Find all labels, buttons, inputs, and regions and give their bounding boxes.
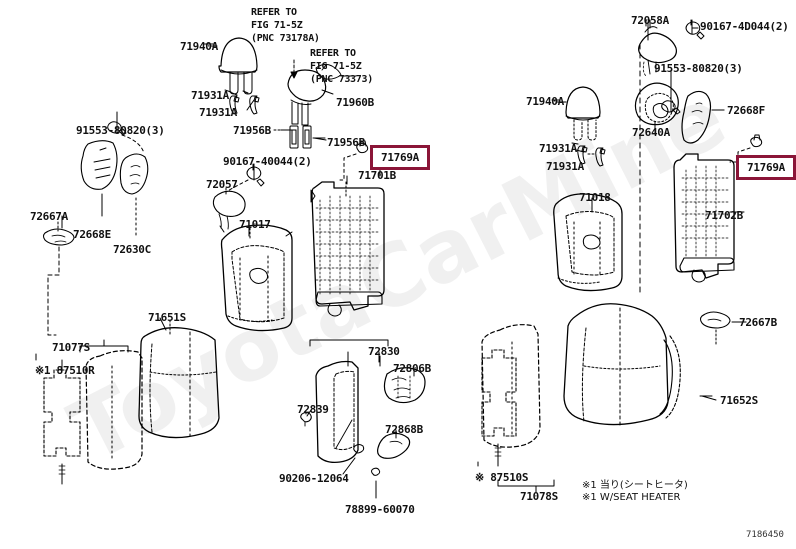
part-label[interactable]: 90167-40044(2) [223,155,312,168]
part-label[interactable]: 71931A [539,142,577,155]
figure-number: 7186450 [746,530,784,540]
callout-refer-to-fig-71-5z-73373: REFER TO FIG 71-5Z (PNC 73373) [310,48,373,85]
part-label[interactable]: 71078S [520,490,558,503]
highlighted-part-71769a-left[interactable]: 71769A [370,145,430,170]
part-label[interactable]: 91553-80820(3) [76,124,165,137]
part-label[interactable]: 72830 [368,345,400,358]
part-label[interactable]: 72057 [206,178,238,191]
part-label[interactable]: 71940A [180,40,218,53]
part-label[interactable]: ※1 87510R [35,364,95,377]
note-seat-heater-jp: ※1 当り(シートヒータ) [582,480,688,491]
note-seat-heater-en: ※1 W/SEAT HEATER [582,492,681,503]
part-label[interactable]: 72640A [632,126,670,139]
part-label[interactable]: 72668E [73,228,111,241]
part-label[interactable]: 72630C [113,243,151,256]
part-label[interactable]: 72806B [393,362,431,375]
part-label[interactable]: 72058A [631,14,669,27]
part-label[interactable]: ※ 87510S [475,471,529,484]
highlighted-part-71769a-right[interactable]: 71769A [736,155,796,180]
part-label[interactable]: 91553-80820(3) [654,62,743,75]
part-label[interactable]: 78899-60070 [345,503,415,516]
part-label[interactable]: 72839 [297,403,329,416]
part-label[interactable]: 71651S [148,311,186,324]
part-label[interactable]: 71931A [191,89,229,102]
part-label[interactable]: 72667A [30,210,68,223]
part-label[interactable]: 71940A [526,95,564,108]
part-label[interactable]: 71018 [579,191,611,204]
part-label[interactable]: 71931A [546,160,584,173]
part-label[interactable]: 71956B [327,136,365,149]
part-label[interactable]: 90206-12064 [279,472,349,485]
part-label[interactable]: 71960B [336,96,374,109]
part-label[interactable]: 71701B [358,169,396,182]
callout-refer-to-fig-71-5z-73178a: REFER TO FIG 71-5Z (PNC 73178A) [251,7,320,44]
part-label[interactable]: 72668F [727,104,765,117]
part-label[interactable]: 71017 [239,218,271,231]
part-label[interactable]: 71956B [233,124,271,137]
part-label[interactable]: 72667B [739,316,777,329]
part-label[interactable]: 71077S [52,341,90,354]
part-label[interactable]: 71702B [705,209,743,222]
part-label[interactable]: 71652S [720,394,758,407]
part-label[interactable]: 72868B [385,423,423,436]
part-label[interactable]: 90167-4D044(2) [700,20,789,33]
part-label[interactable]: 71931A [199,106,237,119]
